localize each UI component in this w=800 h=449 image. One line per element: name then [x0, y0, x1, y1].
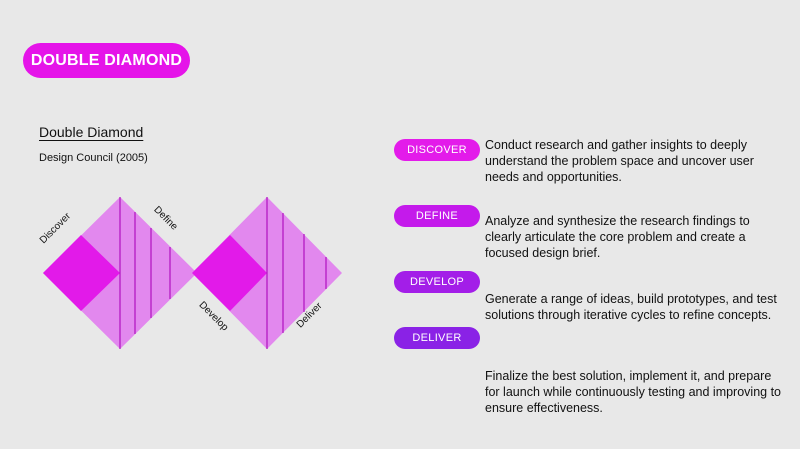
phase-pill-deliver: DELIVER: [394, 327, 480, 349]
diamond-2-dark: [192, 235, 267, 311]
double-diamond-graphic: [43, 197, 342, 349]
phase-description-discover: Conduct research and gather insights to …: [485, 138, 754, 184]
phase-pill-develop: DEVELOP: [394, 271, 480, 293]
title-badge: DOUBLE DIAMOND: [23, 43, 190, 78]
double-diamond-diagram: Discover Define Develop Deliver: [30, 185, 360, 365]
phase-description-deliver: Finalize the best solution, implement it…: [485, 369, 782, 415]
diamond-1-dark: [43, 235, 120, 311]
phase-pill-deliver-label: DELIVER: [412, 332, 462, 344]
phase-pill-discover-label: DISCOVER: [407, 144, 467, 156]
phase-pill-discover: DISCOVER: [394, 139, 480, 161]
phase-pill-define: DEFINE: [394, 205, 480, 227]
diagram-heading: Double Diamond: [39, 124, 144, 140]
page-title: DOUBLE DIAMOND: [30, 51, 183, 69]
phase-pill-develop-label: DEVELOP: [409, 276, 465, 288]
phase-description-define: Analyze and synthesize the research find…: [485, 214, 750, 260]
phase-pill-define-label: DEFINE: [415, 210, 459, 222]
diagram-subheading: Design Council (2005): [39, 152, 148, 164]
phase-description-develop: Generate a range of ideas, build prototy…: [485, 292, 777, 322]
